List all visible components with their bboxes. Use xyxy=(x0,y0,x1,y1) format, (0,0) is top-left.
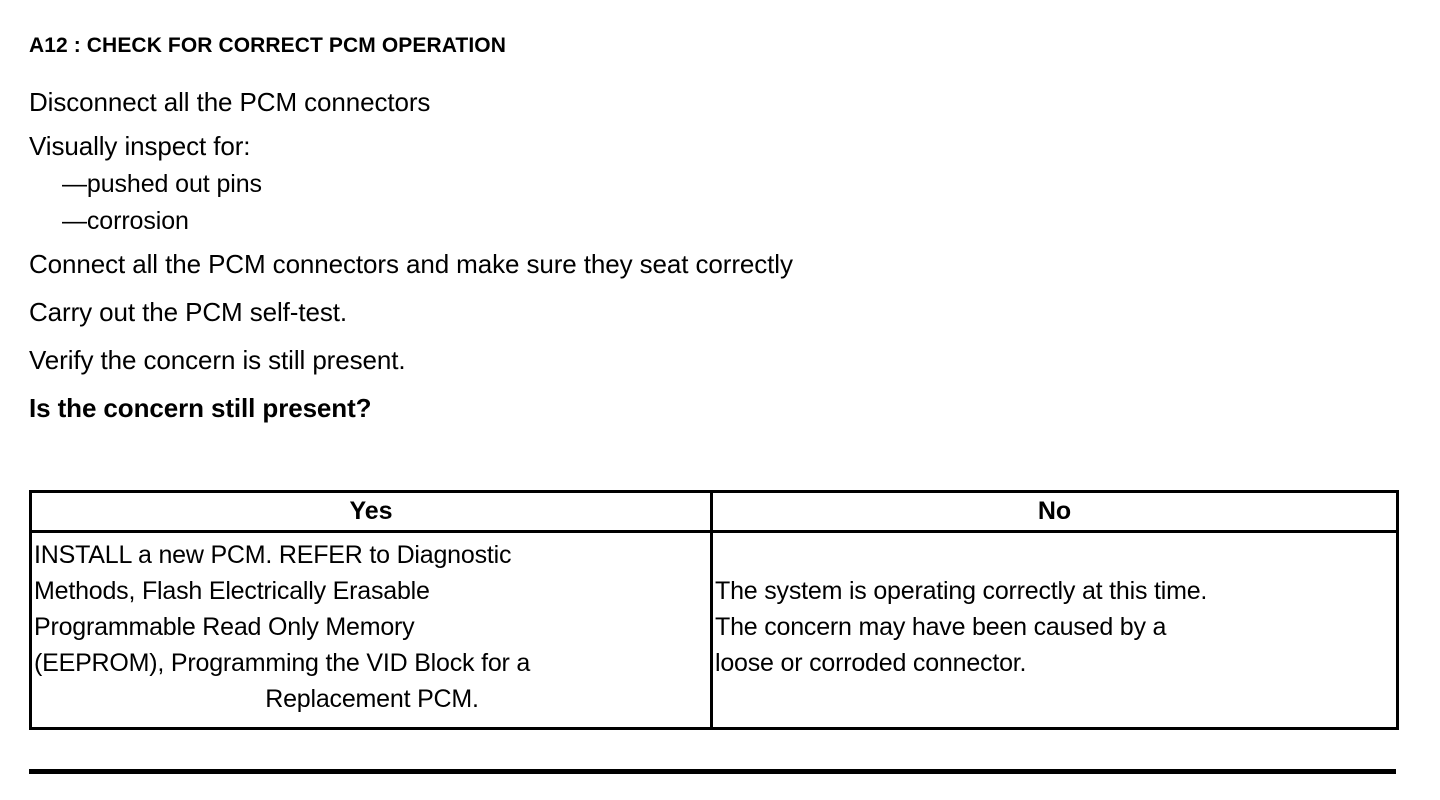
yes-action-text: INSTALL a new PCM. REFER to Diagnostic M… xyxy=(32,533,710,713)
yes-line: Programmable Read Only Memory xyxy=(34,613,415,641)
procedure-steps: Disconnect all the PCM connectors Visual… xyxy=(29,78,1399,432)
inspection-list-item: —corrosion xyxy=(62,207,189,235)
table-cell-no: The system is operating correctly at thi… xyxy=(710,530,1399,730)
table-header-yes: Yes xyxy=(29,490,713,533)
inspection-list-item: —pushed out pins xyxy=(62,170,262,198)
table-row: INSTALL a new PCM. REFER to Diagnostic M… xyxy=(29,530,1399,730)
page-title: A12 : CHECK FOR CORRECT PCM OPERATION xyxy=(29,34,506,57)
no-action-text: The system is operating correctly at thi… xyxy=(713,533,1396,727)
table-header-no: No xyxy=(710,490,1399,533)
yes-line: INSTALL a new PCM. REFER to Diagnostic xyxy=(34,541,512,569)
table-header-row: Yes No xyxy=(29,490,1399,533)
yes-line: Methods, Flash Electrically Erasable xyxy=(34,577,430,605)
footer-divider xyxy=(29,769,1396,774)
decision-question: Is the concern still present? xyxy=(29,393,372,423)
procedure-step: Verify the concern is still present. xyxy=(29,345,406,375)
procedure-step: Connect all the PCM connectors and make … xyxy=(29,249,793,279)
yes-line: Replacement PCM. xyxy=(265,685,479,713)
procedure-step: Disconnect all the PCM connectors xyxy=(29,87,431,117)
table-cell-yes: INSTALL a new PCM. REFER to Diagnostic M… xyxy=(29,530,713,730)
yes-line: (EEPROM), Programming the VID Block for … xyxy=(34,649,531,677)
no-line: The concern may have been caused by a xyxy=(715,613,1167,641)
procedure-step: Carry out the PCM self-test. xyxy=(29,297,347,327)
no-line: loose or corroded connector. xyxy=(715,649,1027,677)
decision-table: Yes No INSTALL a new PCM. REFER to Diagn… xyxy=(29,490,1399,730)
procedure-step: Visually inspect for: xyxy=(29,131,251,161)
inspection-sub-list: —pushed out pins —corrosion xyxy=(29,166,1399,240)
no-line: The system is operating correctly at thi… xyxy=(715,577,1208,605)
